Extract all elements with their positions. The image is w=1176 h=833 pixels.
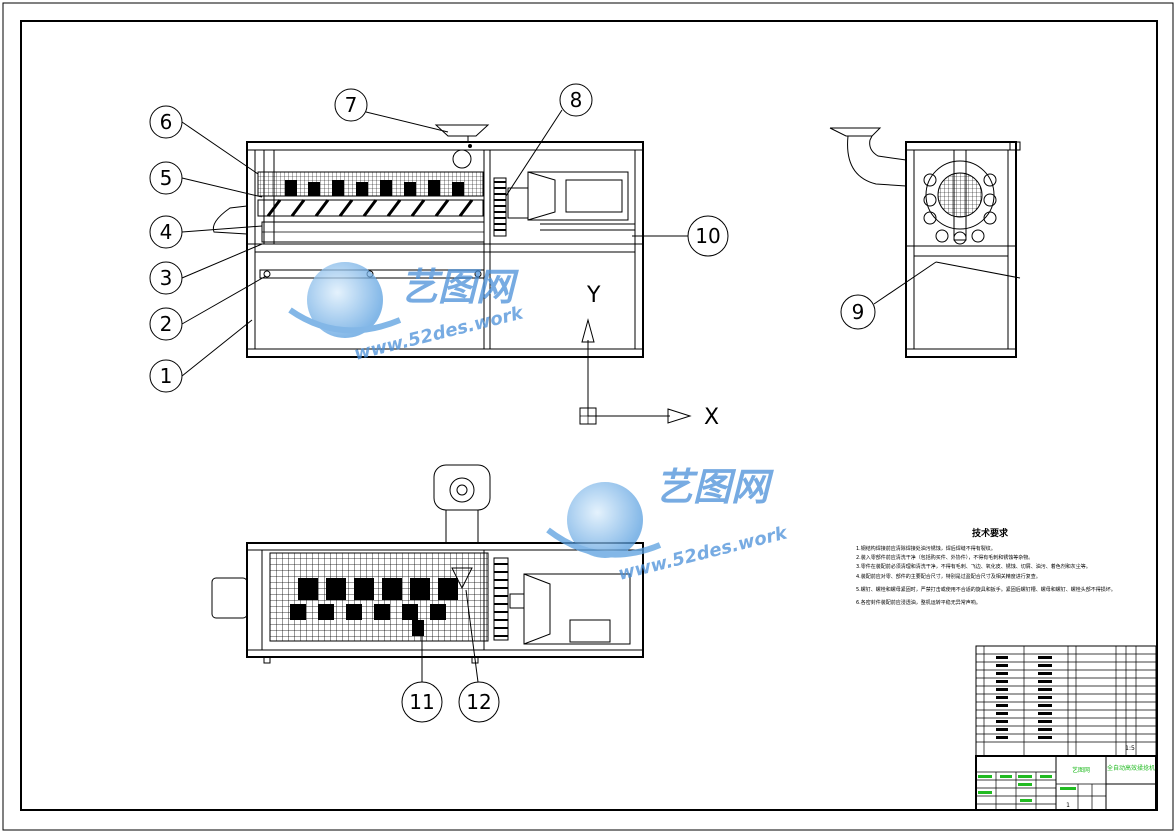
- callout-label-2: 2: [160, 312, 173, 336]
- callout-12: 12: [458, 589, 500, 723]
- rolling-blades: [285, 180, 464, 196]
- callout-11: 11: [401, 630, 443, 723]
- callout-label-12: 12: [466, 690, 491, 714]
- tech-req-item-3: 3.零件在装配前必须清理和清洗干净，不得有毛刺、飞边、氧化皮、锈蚀、切屑、油污、…: [856, 563, 1091, 570]
- callout-label-5: 5: [160, 166, 173, 190]
- tech-req-title: 技术要求: [972, 527, 1009, 539]
- tech-req-item-6: 6.各密封件装配前应浸透油，整机运转平稳无异常声响。: [856, 599, 981, 606]
- callout-label-9: 9: [852, 300, 865, 324]
- callout-label-6: 6: [160, 110, 173, 134]
- callout-10: 10: [632, 215, 729, 257]
- callout-label-7: 7: [345, 93, 358, 117]
- ucs-axis-icon: X Y: [579, 283, 719, 430]
- title-block-company: 艺图网: [1072, 766, 1090, 774]
- axis-x-label: X: [704, 405, 719, 430]
- title-block: 艺图网 全自动高效揉捻机 1:5 1: [975, 745, 1157, 811]
- callout-label-3: 3: [160, 266, 173, 290]
- title-block-accent-marks: [978, 775, 1076, 802]
- title-block-drawing-name: 全自动高效揉捻机: [1107, 764, 1155, 772]
- axis-y-label: Y: [586, 283, 601, 308]
- tech-req-item-4: 4.装配前应对零、部件的主要配合尺寸，特别是过盈配合尺寸及相关精度进行复查。: [856, 573, 1041, 580]
- callout-7: 7: [334, 88, 449, 133]
- callout-5: 5: [149, 161, 263, 198]
- callout-3: 3: [149, 243, 263, 295]
- side-view: [829, 127, 1021, 358]
- callout-4: 4: [149, 215, 263, 249]
- front-view: [212, 124, 644, 358]
- callout-label-10: 10: [695, 224, 720, 248]
- title-block-sheet: 1: [1066, 802, 1070, 809]
- callout-label-4: 4: [160, 220, 173, 244]
- callout-6: 6: [149, 105, 259, 175]
- callout-label-8: 8: [570, 88, 583, 112]
- tech-req-item-1: 1.钢结构焊接前应清除焊接处油污锈蚀，焊后焊缝不得有裂纹。: [856, 545, 996, 552]
- blade-rows: [290, 578, 458, 636]
- callout-label-11: 11: [409, 690, 434, 714]
- title-block-scale: 1:5: [1125, 745, 1135, 752]
- callouts: 6 5 4 3 2 1 7: [149, 83, 1021, 723]
- watermark-2: 艺图网 www.52des.work: [546, 465, 790, 585]
- callout-9: 9: [840, 261, 1021, 330]
- callout-2: 2: [149, 275, 267, 341]
- watermark-1-brand: 艺图网: [400, 265, 519, 309]
- tech-req-item-5: 5.螺钉、螺栓和螺母紧固时，严禁打击或使用不合适的旋具和扳手。紧固后螺钉槽、螺母…: [856, 586, 1116, 593]
- tech-requirements: 技术要求 1.钢结构焊接前应清除焊接处油污锈蚀，焊后焊缝不得有裂纹。 2.装入零…: [856, 527, 1116, 606]
- callout-1: 1: [149, 319, 253, 393]
- tech-req-item-2: 2.装入零部件前应清洗干净（包括购买件、外协件），不得有毛刺和锈蚀等杂物。: [856, 554, 1033, 561]
- callout-8: 8: [505, 83, 593, 197]
- bom-table: [975, 645, 1157, 757]
- callout-label-1: 1: [160, 364, 173, 388]
- watermark-2-brand: 艺图网: [655, 465, 774, 509]
- top-view: [211, 464, 644, 664]
